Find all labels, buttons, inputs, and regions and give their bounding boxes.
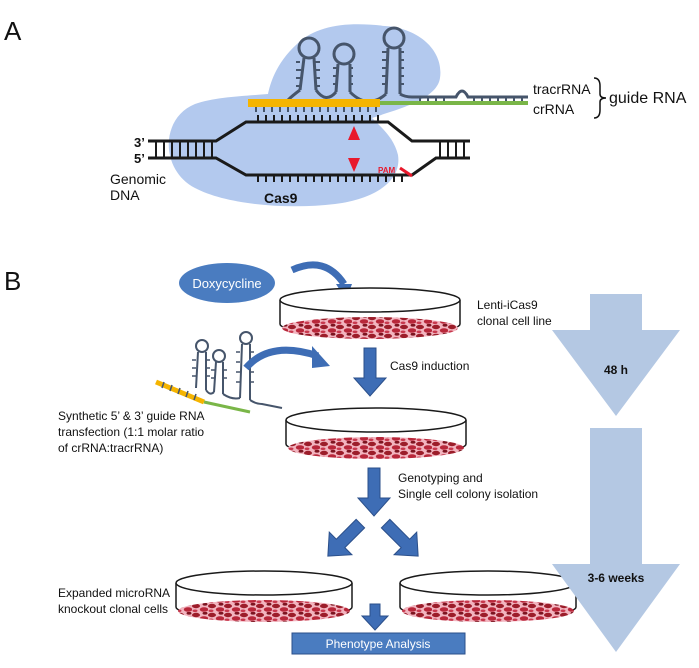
induction-label: Cas9 induction	[390, 359, 469, 373]
guide-rna-small	[155, 331, 283, 414]
doxycycline-ellipse	[179, 263, 275, 303]
time-label-48h: 48 h	[604, 363, 628, 377]
tracrrna-ticks	[296, 51, 523, 103]
split-arrow-right	[380, 518, 419, 557]
crrna-repeat	[380, 101, 528, 105]
cas9-label: Cas9	[264, 190, 298, 206]
genomic-label-2: DNA	[110, 187, 140, 203]
genotyping-arrow	[356, 467, 392, 517]
split-arrow-left	[327, 518, 366, 557]
phenotype-box	[291, 632, 466, 655]
doxycycline-label: Doxycycline	[192, 276, 261, 291]
time-arrow-weeks	[552, 428, 680, 652]
transfection-label-3: of crRNA:tracrRNA)	[58, 441, 163, 455]
cas9-protein	[168, 24, 441, 207]
time-label-weeks: 3-6 weeks	[588, 571, 645, 585]
cut-site-bottom	[348, 158, 360, 172]
dna-ticks	[155, 115, 465, 182]
induction-arrow	[352, 347, 388, 397]
crrna-spacer	[248, 99, 380, 107]
dish-1	[279, 287, 461, 339]
panel-a-label: A	[4, 16, 22, 46]
tracrrna-label: tracrRNA	[533, 81, 591, 97]
expanded-label-2: knockout clonal cells	[58, 602, 168, 616]
genotyping-label-2: Single cell colony isolation	[398, 487, 538, 501]
dish-4	[399, 570, 577, 622]
guide-rna-brace	[593, 77, 607, 119]
dish-2	[285, 407, 467, 459]
panel-b-label: B	[4, 266, 21, 296]
guide-rna-label: guide RNA	[609, 90, 687, 107]
transfection-arrow-head	[312, 346, 330, 368]
dish-3	[175, 570, 353, 622]
time-arrow-48h	[552, 294, 680, 416]
transfection-label-2: transfection (1:1 molar ratio	[58, 425, 204, 439]
genotyping-label-1: Genotyping and	[398, 471, 483, 485]
transfection-label-1: Synthetic 5’ & 3’ guide RNA	[58, 409, 205, 423]
phenotype-arrow	[360, 603, 390, 631]
cell-line-label-2: clonal cell line	[477, 314, 552, 328]
pam-label: PAM	[378, 166, 396, 175]
cell-line-label-1: Lenti-iCas9	[477, 298, 538, 312]
genomic-label-1: Genomic	[110, 171, 166, 187]
phenotype-label: Phenotype Analysis	[326, 637, 431, 651]
spacer-ticks	[255, 107, 377, 112]
transfection-curved-arrow	[243, 346, 320, 371]
strand-5prime: 5’	[134, 151, 145, 166]
cut-site-top	[348, 126, 360, 140]
expanded-label-1: Expanded microRNA	[58, 586, 170, 600]
strand-3prime: 3’	[134, 135, 145, 150]
crrna-label: crRNA	[533, 101, 575, 117]
dox-curved-arrow	[290, 261, 347, 287]
pam-marker	[399, 166, 413, 178]
